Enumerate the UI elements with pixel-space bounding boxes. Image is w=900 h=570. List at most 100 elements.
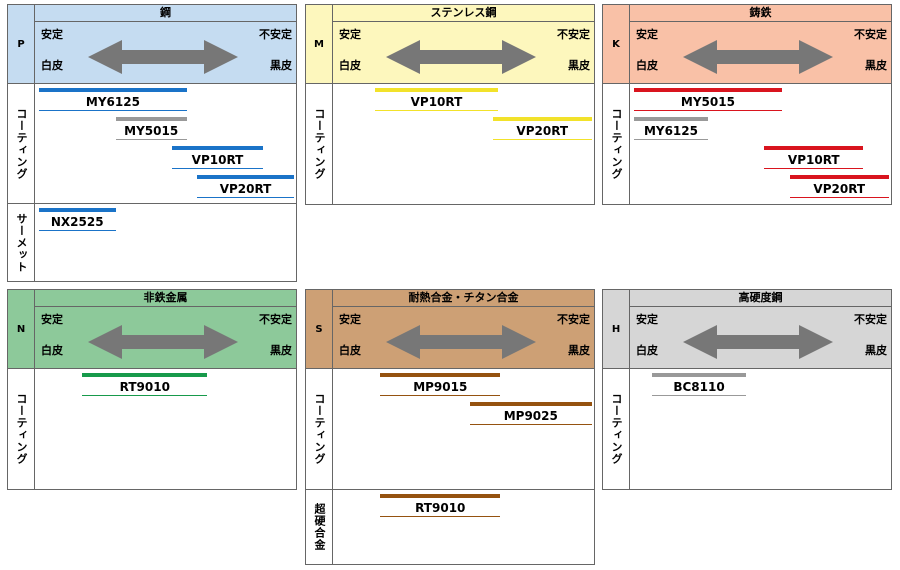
material-name: ステンレス鋼 (333, 5, 594, 22)
grade-bc8110: BC8110 (651, 373, 747, 396)
grade-underline (651, 395, 747, 396)
grade-name: VP10RT (191, 153, 244, 167)
stable-label: 安定 (636, 28, 658, 41)
grade-my6125: MY6125 (39, 88, 187, 111)
grade-vp20rt: VP20RT (492, 117, 592, 140)
grade-range-bar (82, 373, 208, 377)
grade-mp9025: MP9025 (469, 402, 592, 425)
iso-code: H (603, 290, 630, 368)
unstable-label: 不安定 (259, 313, 292, 326)
grade-range-bar (380, 373, 501, 377)
grade-range-bar (39, 208, 116, 212)
iso-code: P (8, 5, 35, 83)
grade-underline (197, 197, 294, 198)
grade-name: RT9010 (119, 380, 170, 394)
section-label-text: 超硬合金 (313, 503, 326, 551)
grade-underline (789, 197, 889, 198)
grade-name: VP20RT (813, 182, 866, 196)
section-label-text: コーティング (15, 107, 28, 180)
section-label-text: コーティング (610, 108, 623, 180)
grade-range-bar (492, 117, 592, 121)
grade-my5015: MY5015 (634, 88, 782, 111)
grade-range-bar (634, 88, 782, 92)
material-name: 鋼 (35, 5, 296, 22)
material-name: 鋳鉄 (630, 5, 891, 22)
white-skin-label: 白皮 (339, 344, 361, 357)
grade-range-bar (380, 494, 501, 498)
iso-code: N (8, 290, 35, 368)
double-arrow-icon (88, 325, 238, 359)
grade-range-bar (375, 88, 498, 92)
white-skin-label: 白皮 (636, 59, 658, 72)
section-label: コーティング (603, 369, 630, 489)
black-skin-label: 黒皮 (865, 344, 887, 357)
grade-underline (634, 139, 708, 140)
white-skin-label: 白皮 (41, 344, 63, 357)
grade-name: MY5015 (680, 95, 735, 109)
section-label: コーティング (603, 84, 630, 204)
stable-label: 安定 (636, 313, 658, 326)
double-arrow-icon (683, 325, 833, 359)
section-label: コーティング (306, 84, 333, 204)
iso-code: M (306, 5, 333, 83)
unstable-label: 不安定 (259, 28, 292, 41)
grade-name: VP20RT (219, 182, 272, 196)
grade-name: RT9010 (415, 501, 466, 515)
grade-name: MP9015 (413, 380, 468, 394)
grade-vp10rt: VP10RT (764, 146, 864, 169)
grade-range-bar (197, 175, 294, 179)
grade-name: MY6125 (85, 95, 140, 109)
section-label: 超硬合金 (306, 490, 333, 564)
grade-underline (634, 110, 782, 111)
grade-range-bar (115, 117, 187, 121)
grade-underline (39, 230, 116, 231)
grade-underline (171, 168, 264, 169)
double-arrow-icon (386, 325, 536, 359)
grade-underline (115, 139, 187, 140)
grade-name: MY6125 (643, 124, 698, 138)
double-arrow-icon (88, 40, 238, 74)
unstable-label: 不安定 (854, 28, 887, 41)
stable-label: 安定 (339, 28, 361, 41)
grade-underline (82, 395, 208, 396)
grade-my5015: MY5015 (115, 117, 187, 140)
grade-section: 超硬合金 RT9010 (305, 490, 595, 565)
iso-code: S (306, 290, 333, 368)
grade-underline (375, 110, 498, 111)
black-skin-label: 黒皮 (865, 59, 887, 72)
double-arrow-icon (386, 40, 536, 74)
iso-code: K (603, 5, 630, 83)
grade-underline (39, 110, 187, 111)
black-skin-label: 黒皮 (270, 59, 292, 72)
grade-range-bar (634, 117, 708, 121)
grade-section: コーティング BC8110 (602, 369, 892, 490)
grade-range-bar (789, 175, 889, 179)
unstable-label: 不安定 (854, 313, 887, 326)
double-arrow-icon (683, 40, 833, 74)
stable-label: 安定 (41, 28, 63, 41)
grade-vp10rt: VP10RT (375, 88, 498, 111)
grade-range-bar (171, 146, 264, 150)
grade-mp9015: MP9015 (380, 373, 501, 396)
grade-my6125: MY6125 (634, 117, 708, 140)
unstable-label: 不安定 (557, 313, 590, 326)
grade-range-bar (651, 373, 747, 377)
grade-vp20rt: VP20RT (197, 175, 294, 198)
section-label: コーティング (8, 84, 35, 203)
section-label-text: サーメット (15, 212, 28, 273)
white-skin-label: 白皮 (339, 59, 361, 72)
